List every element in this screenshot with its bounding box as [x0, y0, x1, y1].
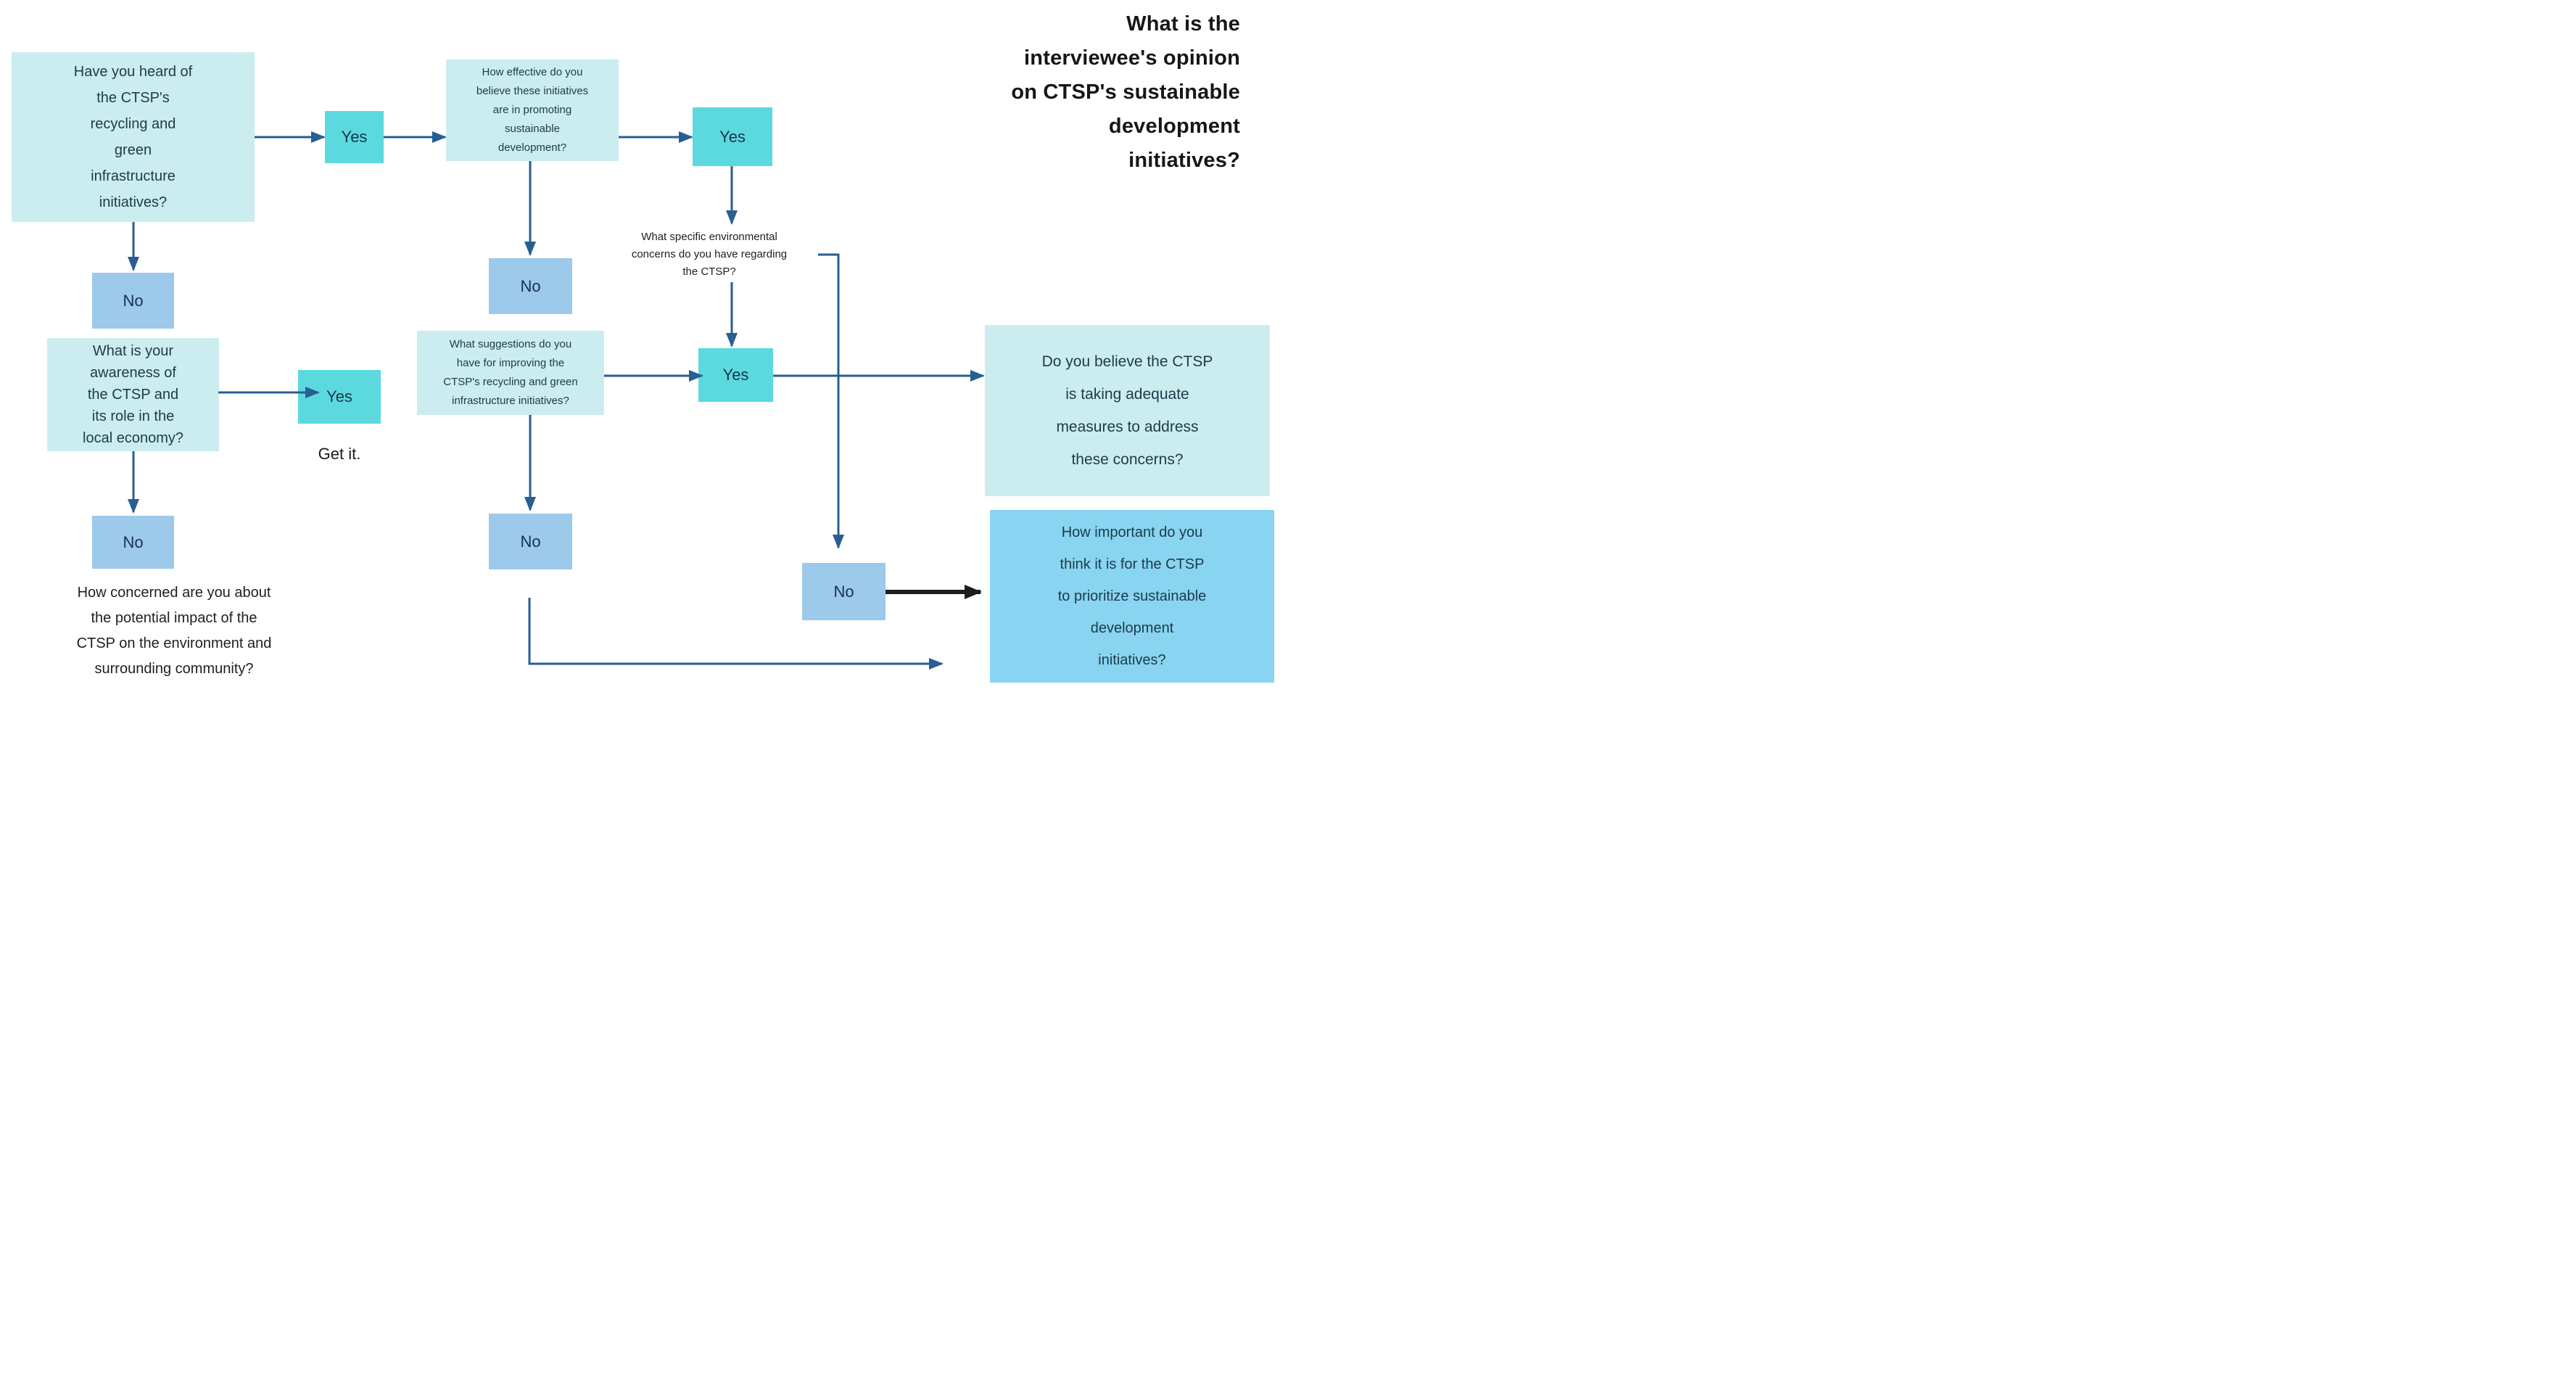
yes-box-effective: Yes: [693, 107, 772, 166]
no-box-suggestions: No: [489, 514, 572, 569]
question-text-concerns: What specific environmental concerns do …: [631, 231, 788, 278]
no-box-effective: No: [489, 258, 572, 314]
page-title: What is the interviewee's opinion on CTS…: [1011, 12, 1240, 172]
question-box-awareness: What is your awareness of the CTSP and i…: [47, 338, 219, 451]
no-box-awareness: No: [92, 516, 174, 569]
get-it-text: Get it.: [318, 445, 361, 463]
question-box-prioritize: How important do you think it is for the…: [990, 510, 1274, 683]
question-box-suggestions: What suggestions do you have for improvi…: [417, 331, 604, 415]
yes-box-heard: Yes: [325, 111, 384, 163]
connector-concerns-to-no: [818, 253, 844, 549]
question-box-effective: How effective do you believe these initi…: [446, 59, 619, 161]
no-box-heard: No: [92, 273, 174, 329]
question-text-concerned: How concerned are you about the potentia…: [76, 585, 272, 677]
yes-box-awareness: Yes: [298, 370, 381, 424]
question-box-heard: Have you heard of the CTSP's recycling a…: [12, 52, 255, 222]
flowchart-canvas: What is the interviewee's opinion on CTS…: [0, 0, 1288, 694]
no-box-concerns: No: [802, 563, 886, 620]
yes-box-concerns: Yes: [698, 348, 773, 402]
question-box-adequate-measures: Do you believe the CTSP is taking adequa…: [985, 325, 1270, 496]
